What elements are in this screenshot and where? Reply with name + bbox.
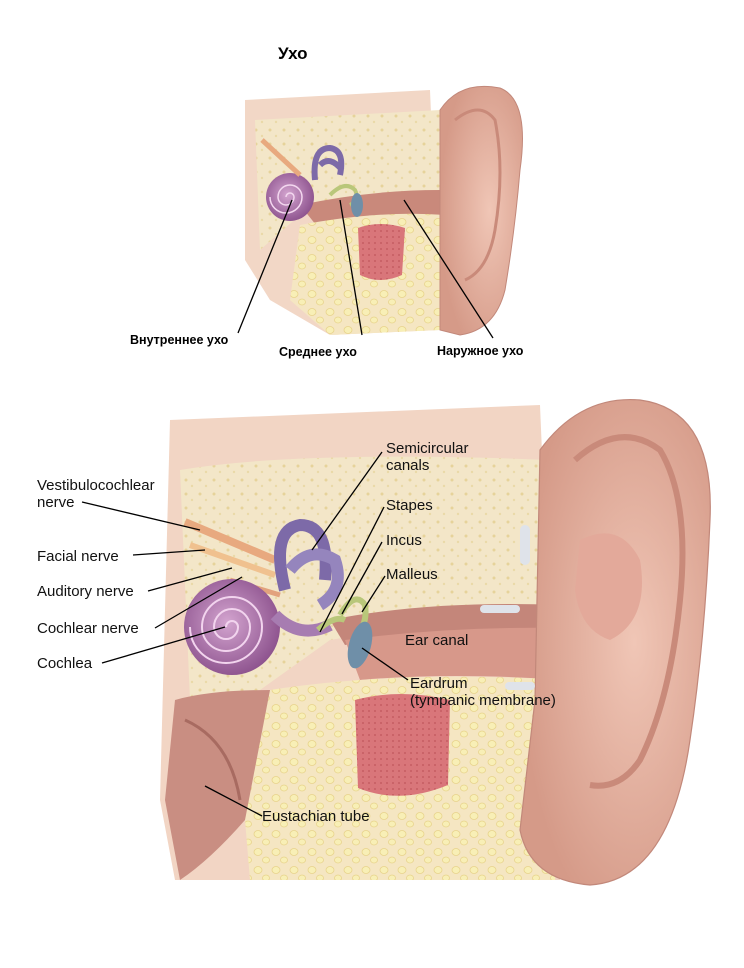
- bottom-outer-ear-fold: [573, 434, 686, 789]
- label-cochlea: Cochlea: [37, 655, 93, 672]
- label-inner-ear: Внутреннее ухо: [130, 333, 229, 347]
- leader-eustachian: [204, 785, 263, 817]
- bottom-cochlea: [184, 579, 280, 675]
- top-eardrum: [351, 193, 363, 217]
- bottom-ear-canal: [345, 627, 565, 680]
- leader-vestibulocochlear: [81, 501, 201, 531]
- top-cochlea: [266, 173, 314, 221]
- label-incus: Incus: [386, 532, 422, 549]
- label-auditory-nerve: Auditory nerve: [37, 583, 134, 600]
- bottom-leader-lines: [81, 451, 409, 817]
- leader-eardrum: [361, 647, 409, 681]
- label-outer-ear: Наружное ухо: [437, 344, 524, 358]
- bottom-eustachian-tube: [165, 690, 270, 880]
- label-stapes: Stapes: [386, 497, 433, 514]
- top-semicircular-canals: [311, 144, 345, 181]
- top-outer-ear-fold: [454, 108, 502, 282]
- bottom-diagram: [81, 398, 711, 886]
- bottom-outer-ear: [519, 398, 711, 886]
- bottom-ear-canal-upper: [330, 604, 565, 645]
- label-cochlear-nerve: Cochlear nerve: [37, 620, 139, 637]
- top-leader-lines: [237, 199, 494, 339]
- top-nerve: [260, 138, 302, 177]
- top-cochlea-spiral: [269, 184, 303, 214]
- leader-incus: [341, 541, 383, 615]
- top-leader-outer: [403, 199, 494, 339]
- label-ear-canal: Ear canal: [405, 632, 469, 649]
- bottom-gland: [355, 694, 450, 796]
- top-leader-inner: [237, 199, 293, 334]
- bottom-cartilage-1: [520, 525, 530, 565]
- top-bone-region: [255, 110, 440, 250]
- label-semicircular-line2: canals: [386, 457, 430, 474]
- bottom-eustachian-inner: [184, 718, 242, 801]
- bottom-eardrum: [347, 621, 373, 669]
- leader-malleus: [361, 575, 386, 613]
- label-vestibulocochlear-line2: nerve: [37, 494, 75, 511]
- leader-cochlear-nerve: [154, 576, 243, 629]
- top-gland: [358, 224, 405, 280]
- leader-cochlea: [101, 626, 226, 664]
- leader-facial-nerve: [132, 549, 206, 556]
- top-diagram: [237, 85, 523, 339]
- label-eardrum-line2: (tympanic membrane): [410, 692, 556, 709]
- vestibulocochlear-nerve-shape: [183, 518, 277, 564]
- leader-auditory-nerve: [147, 567, 233, 592]
- bottom-cartilage-3: [505, 682, 535, 690]
- leader-stapes: [319, 506, 385, 633]
- diagram-title: Ухо: [278, 44, 308, 63]
- bottom-cartilage-2: [480, 605, 520, 613]
- label-eustachian-tube: Eustachian tube: [262, 808, 370, 825]
- label-vestibulocochlear-line1: Vestibulocochlear: [37, 477, 155, 494]
- top-outer-ear: [439, 85, 523, 336]
- top-leader-middle: [339, 199, 363, 336]
- bottom-cochlea-spiral: [189, 596, 264, 664]
- bottom-concha: [575, 533, 642, 640]
- label-malleus: Malleus: [386, 566, 438, 583]
- label-middle-ear: Среднее ухо: [279, 345, 357, 359]
- label-facial-nerve: Facial nerve: [37, 548, 119, 565]
- label-eardrum-line1: Eardrum: [410, 675, 468, 692]
- label-semicircular-line1: Semicircular: [386, 440, 469, 457]
- leader-semicircular: [311, 451, 383, 551]
